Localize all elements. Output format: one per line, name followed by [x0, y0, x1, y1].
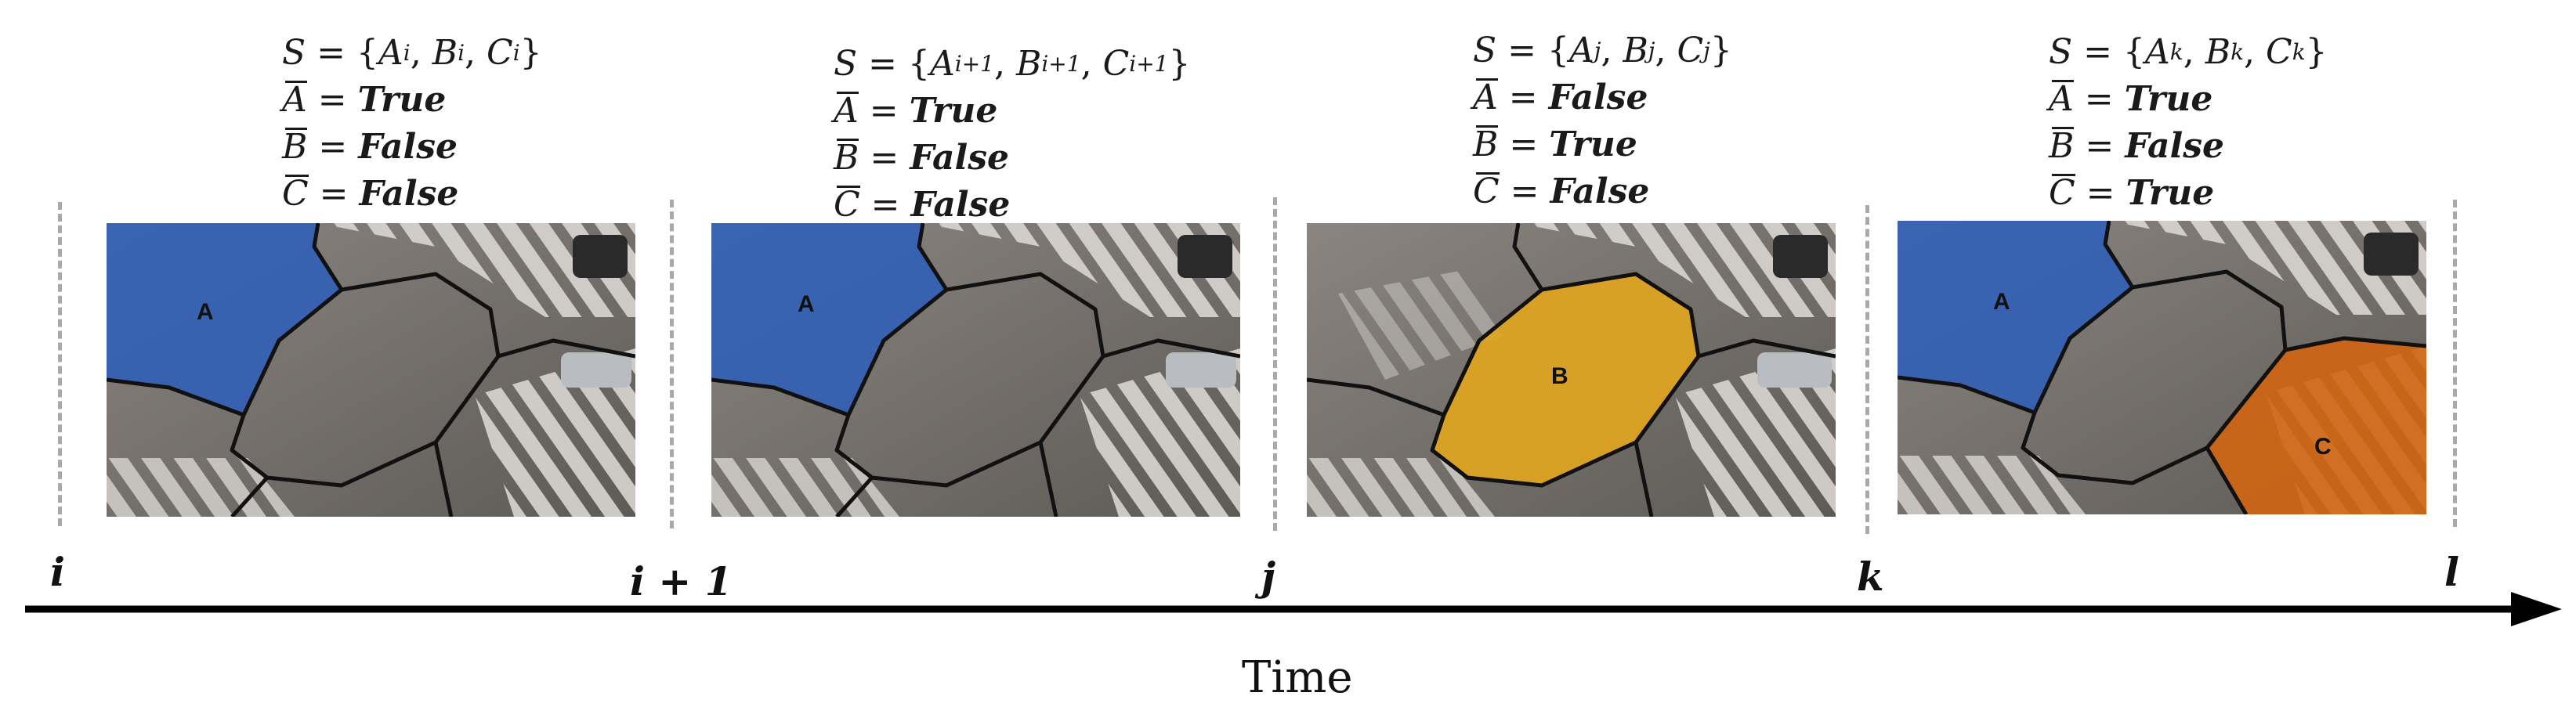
crosswalk-right — [1675, 348, 1836, 517]
time-axis — [25, 592, 2562, 626]
voronoi-edges — [107, 223, 635, 517]
car-right — [561, 352, 631, 388]
c-status: C = False — [282, 174, 459, 214]
a-status: A = True — [2049, 79, 2213, 119]
car-right — [1166, 352, 1236, 388]
crosswalk-top — [2109, 221, 2426, 315]
a-status: A = True — [282, 80, 447, 120]
region-label-a: A — [197, 299, 214, 325]
region-label-c: C — [2314, 434, 2332, 460]
a-status: A = True — [834, 91, 998, 131]
crosswalk-top — [1518, 223, 1836, 317]
c-status: C = True — [2049, 173, 2215, 213]
tick-label-j: j — [1261, 554, 1276, 600]
tick-label-k: k — [1857, 554, 1884, 600]
region-a — [711, 223, 946, 415]
frame-1-graphic: A — [107, 223, 635, 517]
frame-2-graphic: A — [711, 223, 1240, 517]
voronoi-edges — [1307, 223, 1836, 517]
car-top-right — [1178, 235, 1232, 278]
car-right — [1757, 352, 1832, 388]
frame-3-graphic: B — [1307, 223, 1836, 517]
tick-label-l: l — [2444, 549, 2459, 595]
a-status: A = False — [1473, 78, 1648, 117]
video-frame-1: A — [107, 223, 635, 517]
crosswalk-right — [475, 348, 635, 517]
tick-label-i-plus-1: i + 1 — [630, 558, 733, 604]
b-status: B = True — [1473, 124, 1637, 164]
time-marker-i-plus-1 — [670, 200, 674, 528]
car-top-right — [2364, 233, 2419, 276]
crosswalk-bottom — [1307, 458, 1495, 517]
car-top-right — [573, 235, 628, 278]
region-label-a: A — [798, 291, 815, 317]
voronoi-edges — [711, 223, 1240, 517]
region-label-b: B — [1551, 363, 1568, 389]
time-marker-j — [1273, 197, 1277, 531]
video-frame-2: A — [711, 223, 1240, 517]
c-status: C = False — [1473, 171, 1650, 211]
tick-label-i: i — [50, 549, 65, 595]
b-status: B = False — [282, 127, 458, 167]
time-marker-l — [2453, 200, 2457, 527]
region-a — [1898, 221, 2133, 413]
crosswalk-right — [1080, 348, 1240, 517]
time-axis-title: Time — [1242, 652, 1353, 703]
crosswalk-top — [318, 223, 635, 317]
crosswalk-bottom — [1898, 456, 2086, 514]
b-status: B = False — [2049, 126, 2225, 166]
time-marker-i — [58, 202, 62, 526]
car-top-right — [1773, 235, 1828, 278]
crosswalk-top — [923, 223, 1240, 317]
c-status: C = False — [834, 185, 1011, 225]
region-a — [107, 223, 342, 415]
voronoi-edges — [1898, 221, 2426, 514]
region-label-a: A — [1993, 289, 2010, 315]
frame-4-graphic: A C — [1898, 221, 2426, 514]
b-status: B = False — [834, 138, 1010, 178]
time-axis-arrowhead — [2511, 592, 2562, 626]
video-frame-3: B — [1307, 223, 1836, 517]
video-frame-4: A C — [1898, 221, 2426, 514]
crosswalk-left — [1338, 270, 1511, 380]
time-marker-k — [1865, 205, 1869, 534]
